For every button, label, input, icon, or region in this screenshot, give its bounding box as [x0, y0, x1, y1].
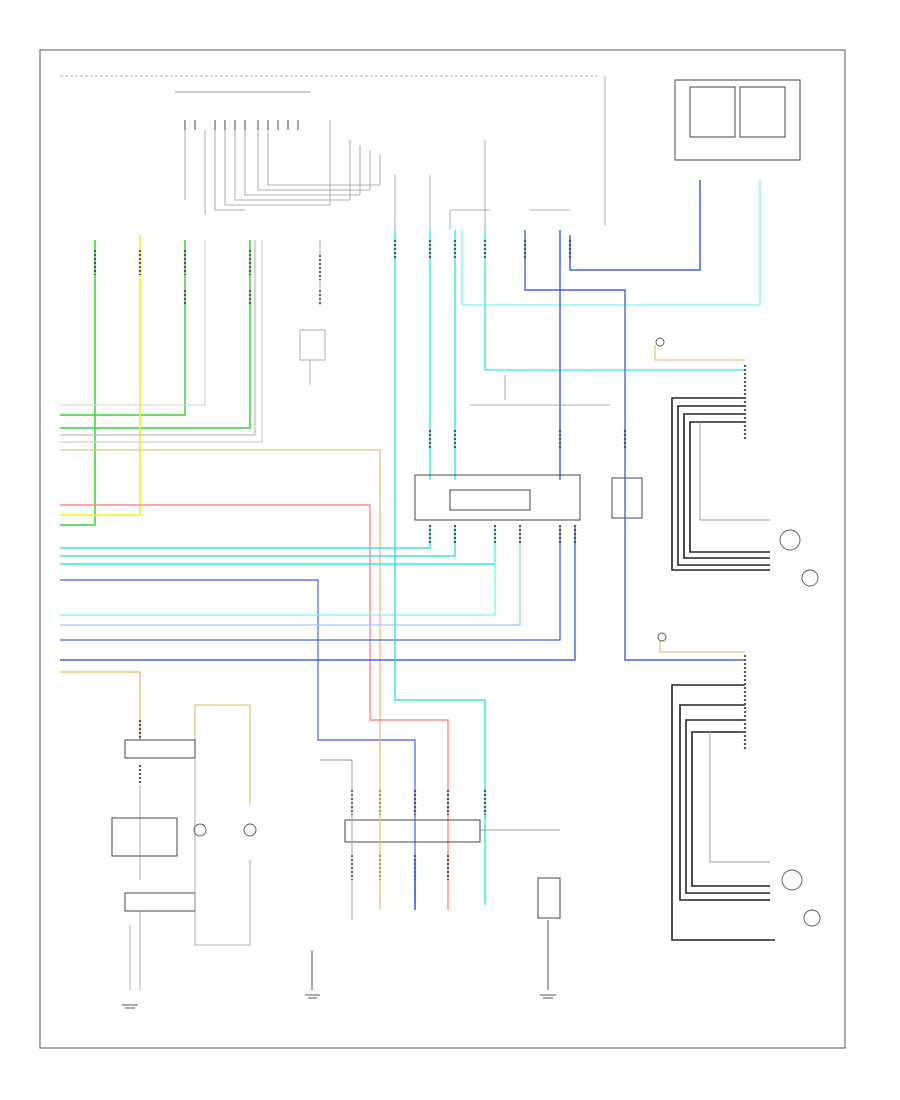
wire-tan-right-1	[654, 345, 745, 361]
mid-connectors	[393, 240, 627, 450]
mirror-connector-icon	[655, 337, 665, 347]
ground-icon-mid	[305, 950, 320, 999]
central-module	[414, 474, 581, 521]
lamp-switch-b	[739, 86, 786, 138]
lower-right-switch	[537, 877, 561, 919]
lamp-icon-3	[781, 869, 803, 891]
top-connector-header	[184, 120, 299, 130]
module-side-box	[611, 477, 643, 519]
ground-icon-left	[122, 1004, 138, 1009]
bulb-icon-2	[243, 823, 257, 837]
header-cascade	[184, 120, 381, 215]
wire-cyan-4	[60, 525, 496, 616]
lamp-icon-4	[803, 909, 821, 927]
ground-icon-right	[540, 920, 556, 999]
wire-green	[60, 240, 96, 526]
wire-gray-a	[60, 240, 256, 436]
lamp-switch-a	[689, 86, 736, 138]
lower-connector-bank	[344, 819, 481, 843]
wire-tan-upper	[60, 449, 381, 740]
wire-blue-v3	[569, 180, 701, 271]
mirror-connector-icon-2	[657, 632, 667, 642]
wire-cyan-v1	[394, 230, 486, 905]
wire-gray-b	[60, 240, 263, 443]
right-upper-bundle	[671, 397, 770, 571]
lamp-icon-2	[801, 569, 819, 587]
wire-white	[60, 240, 206, 406]
wire-tan-lower-2	[194, 704, 251, 805]
switch-lower	[124, 892, 196, 912]
wire-yellow	[60, 235, 141, 516]
wire-cyan-1	[60, 525, 431, 549]
mid-feeders	[394, 140, 610, 406]
wire-blue-2	[60, 525, 561, 641]
right-lower-bundle	[671, 684, 775, 941]
wire-blue-3	[60, 525, 576, 661]
wire-lightblue-1	[60, 525, 521, 626]
lower-bank-pins	[350, 790, 487, 880]
central-module-pins	[428, 525, 577, 545]
wire-tan-lower	[60, 671, 141, 740]
courtesy-lamp	[111, 817, 178, 857]
lower-left-lines	[129, 758, 251, 990]
wire-tan-right-2	[659, 640, 745, 653]
diagram-frame	[39, 49, 846, 1049]
wire-gray-right-1	[699, 422, 770, 521]
lamp-icon-1	[779, 529, 801, 551]
left-connectors	[93, 250, 322, 305]
wire-cyan-2	[60, 525, 456, 557]
ground-switch-a	[299, 240, 326, 385]
lamp-module	[674, 79, 801, 161]
wire-gray-right-2	[709, 732, 770, 863]
wire-cyan-v4	[461, 180, 761, 306]
wire-red	[60, 504, 449, 910]
wire-cyan-v5	[484, 230, 745, 371]
wire-blue-v1	[524, 230, 745, 661]
switch-upper	[124, 739, 196, 759]
bulb-icon-1	[193, 823, 207, 837]
wire-green-3	[60, 240, 251, 429]
central-module-inner	[449, 489, 531, 511]
wire-green-2	[60, 240, 186, 416]
wire-gray-drop	[320, 759, 353, 920]
